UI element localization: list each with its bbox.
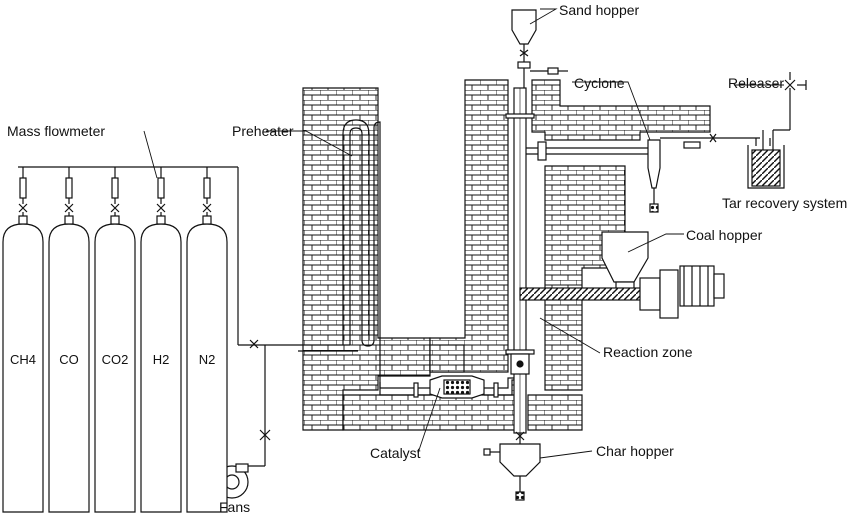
furnace-top-wall bbox=[531, 79, 711, 141]
cylinder-label: H2 bbox=[153, 352, 170, 367]
sand-hopper bbox=[511, 9, 568, 88]
label-catalyst: Catalyst bbox=[370, 445, 421, 461]
tar-recovery-system bbox=[747, 88, 791, 189]
label-fans: Fans bbox=[219, 499, 250, 515]
catalyst-pipe bbox=[379, 375, 514, 399]
coal-feeder bbox=[519, 231, 725, 319]
reactor-tube bbox=[505, 87, 535, 434]
label-tar-recovery: Tar recovery system bbox=[722, 195, 847, 211]
label-char-hopper: Char hopper bbox=[596, 443, 674, 459]
cylinder-label: CO2 bbox=[102, 352, 129, 367]
label-coal-hopper: Coal hopper bbox=[686, 227, 763, 243]
leader-lines bbox=[143, 8, 784, 459]
gas-cylinders: CH4 CO CO2 H2 N2 bbox=[2, 167, 228, 513]
preheater-coil bbox=[298, 119, 381, 390]
gas-manifold bbox=[18, 166, 298, 467]
gas-cylinder: H2 bbox=[140, 167, 182, 513]
gas-cylinder: CO2 bbox=[94, 167, 136, 513]
gas-cylinder: N2 bbox=[186, 167, 228, 513]
furnace-walls bbox=[302, 79, 711, 431]
furnace-middle-wall bbox=[429, 79, 509, 373]
label-preheater: Preheater bbox=[232, 123, 294, 139]
label-releaser: Releaser bbox=[728, 75, 784, 91]
releaser bbox=[784, 72, 807, 91]
cyclone bbox=[526, 133, 771, 213]
label-cyclone: Cyclone bbox=[574, 75, 625, 91]
furnace-base-right bbox=[527, 394, 583, 431]
label-sand-hopper: Sand hopper bbox=[559, 2, 640, 18]
gas-cylinder: CO bbox=[48, 167, 90, 513]
labels: Mass flowmeter Preheater Sand hopper Cyc… bbox=[7, 2, 847, 515]
cylinder-label: CH4 bbox=[10, 352, 36, 367]
label-mass-flowmeter: Mass flowmeter bbox=[7, 123, 105, 139]
cylinder-label: CO bbox=[59, 352, 79, 367]
furnace-right-wall bbox=[544, 165, 626, 391]
char-hopper bbox=[483, 431, 541, 501]
cylinder-label: N2 bbox=[199, 352, 216, 367]
label-reaction-zone: Reaction zone bbox=[603, 344, 693, 360]
gas-cylinder: CH4 bbox=[2, 167, 44, 513]
